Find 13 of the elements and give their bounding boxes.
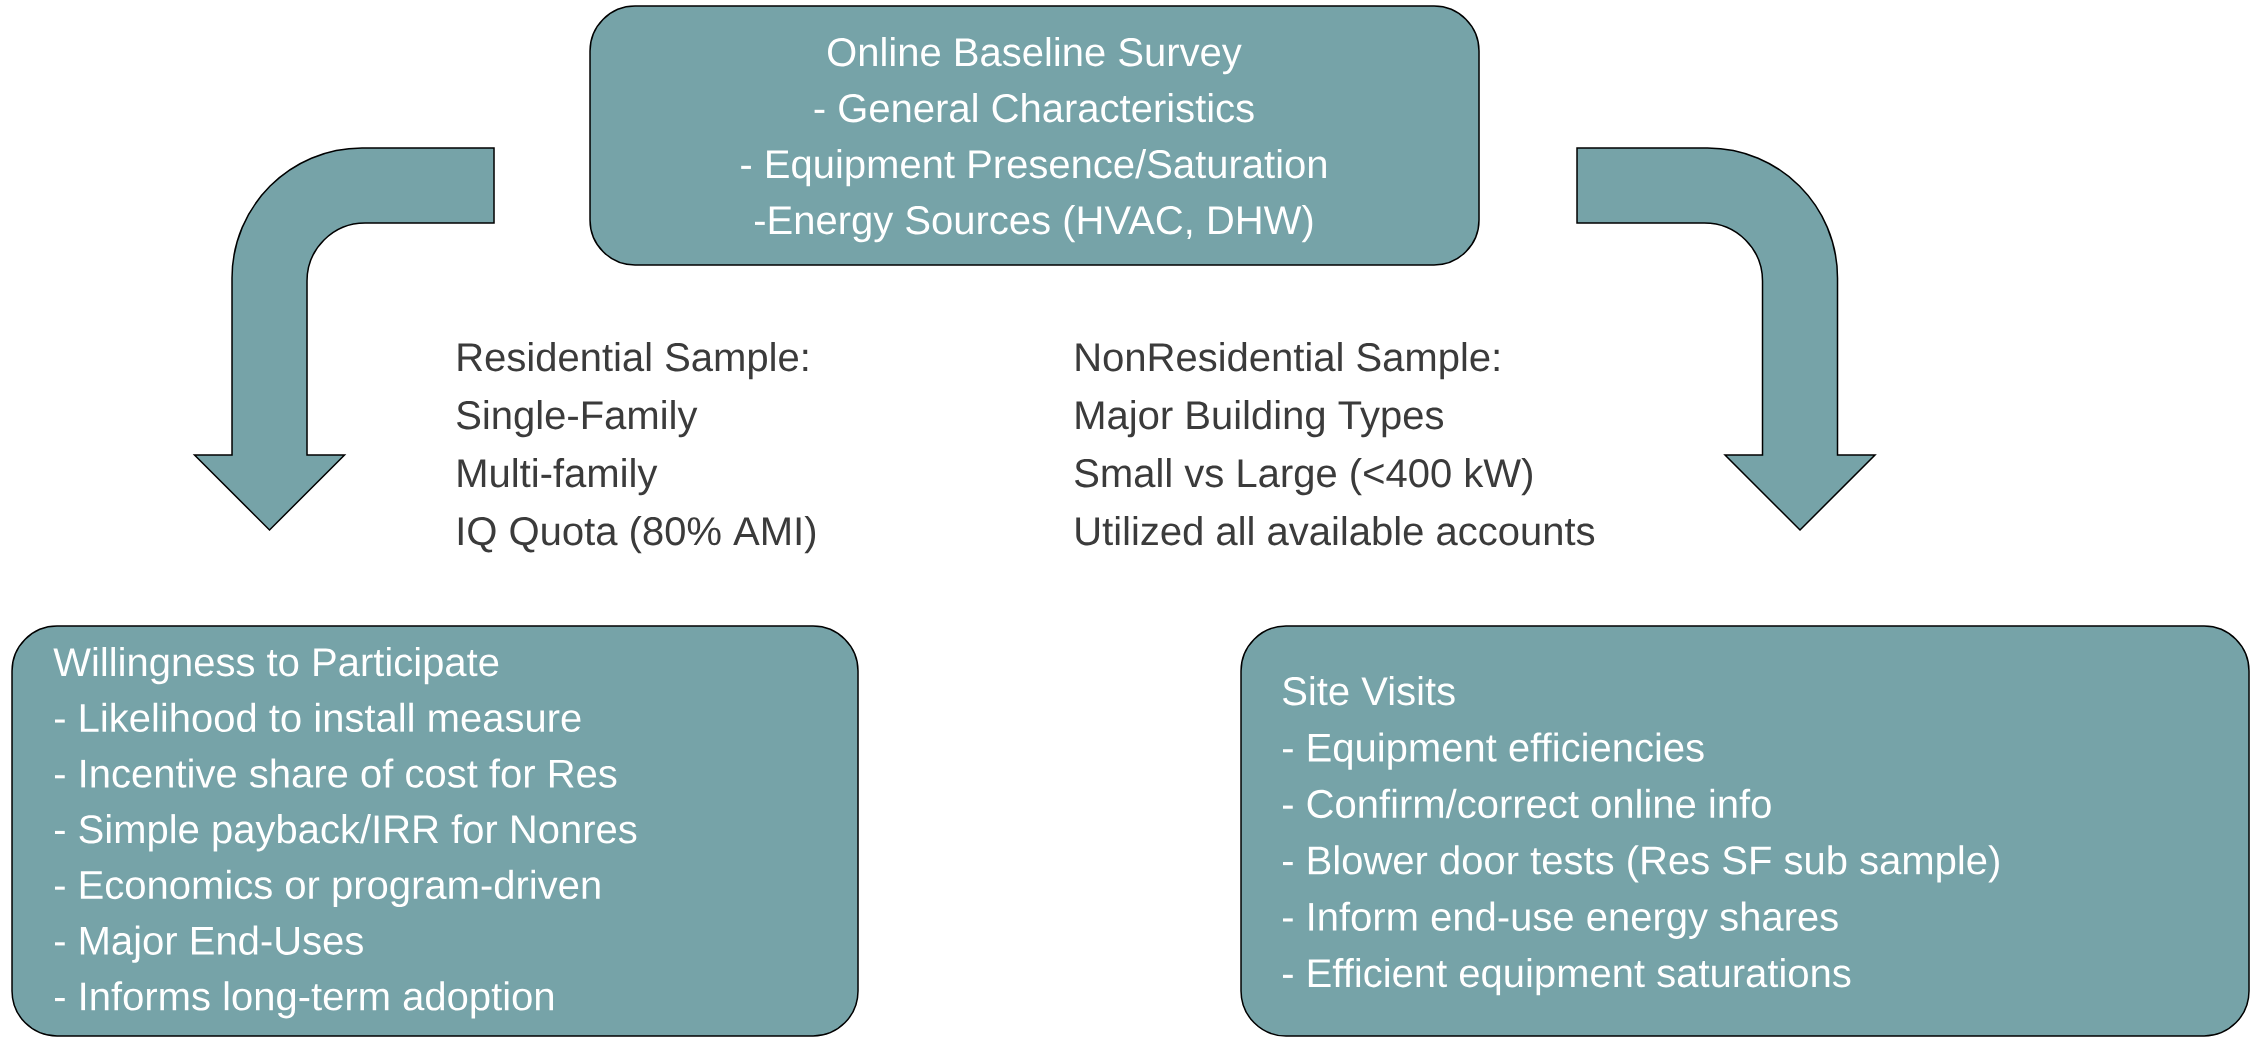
sample-label: Major Building Types: [1076, 400, 1443, 438]
sample-label: NonResidential Sample:: [1076, 342, 1499, 380]
sample-label: Small vs Large (<400 kW): [1075, 458, 1532, 496]
sample-label: Single-Family: [457, 400, 698, 438]
bent-arrow: [1576, 147, 1876, 531]
sample-label: Utilized all available accounts: [1076, 516, 1595, 546]
sample-label: Multi-family: [458, 458, 658, 496]
sample-label: Residential Sample:: [458, 342, 808, 380]
rounded-box: Site Visits - Equipment efficiencies - Confirm/correct online info - Blower door tests (Res SF sub sample) - Inform end-use energy shares - Efficient equipment saturations: [1240, 625, 2250, 1037]
bent-arrow: [193, 147, 495, 531]
rounded-box: Willingness to Participate - Likelihood to install measure - Incentive share of cost for Res - Simple payback/IRR for Nonres - Economics or program-driven - Major End-Uses - Informs long-term adoption: [11, 625, 859, 1037]
rounded-box: Online Baseline Survey - General Characteristics - Equipment Presence/Saturation -Energy Sources (HVAC, DHW): [589, 5, 1480, 266]
sample-label: IQ Quota (80% AMI): [458, 516, 816, 554]
